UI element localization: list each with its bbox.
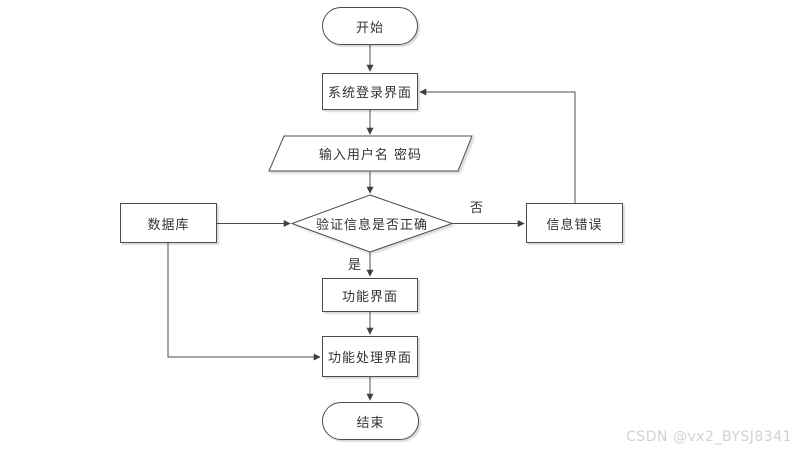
database-node: 数据库 <box>120 203 217 243</box>
function-screen-node: 功能界面 <box>322 278 418 312</box>
edge-error-to-login-loop <box>419 88 576 203</box>
input-parallelogram-shape <box>268 135 473 172</box>
branch-label-no: 否 <box>468 197 486 216</box>
error-message-node: 信息错误 <box>526 203 623 243</box>
branch-label-yes: 是 <box>346 254 364 273</box>
login-screen-node: 系统登录界面 <box>322 73 418 110</box>
edge-database-to-process <box>167 243 321 361</box>
csdn-watermark: CSDN @vx2_BYSJ8341 <box>626 429 792 445</box>
verify-diamond-shape <box>290 194 454 253</box>
start-node: 开始 <box>322 7 418 45</box>
end-node: 结束 <box>322 402 419 440</box>
function-process-screen-node: 功能处理界面 <box>322 336 418 377</box>
